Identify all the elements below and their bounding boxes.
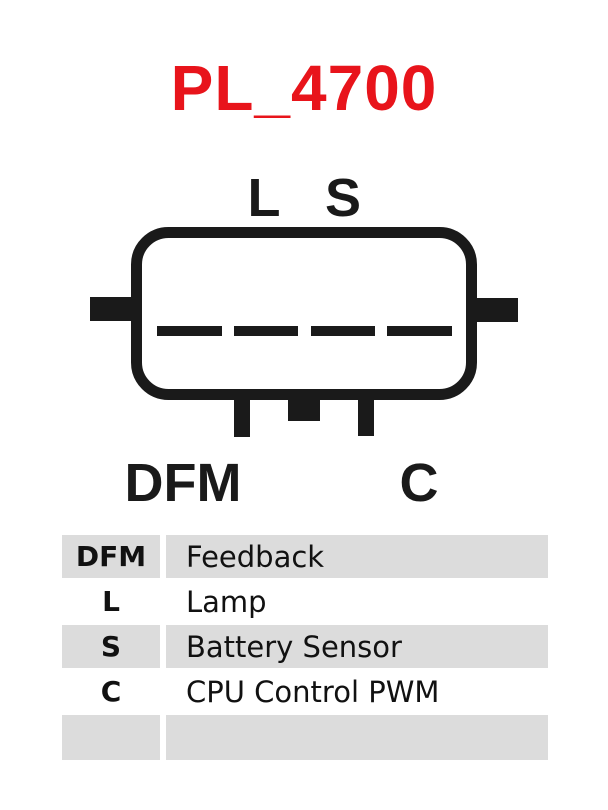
legend-code (62, 715, 160, 760)
pin-label-c: C (400, 453, 439, 513)
pin-dfm (234, 392, 250, 437)
terminal-dash-3 (311, 326, 375, 336)
legend-description (166, 715, 548, 760)
pin-label-s: S (325, 168, 361, 228)
terminal-dash-2 (234, 326, 298, 336)
right-tab (472, 298, 518, 322)
legend-description: Feedback (166, 535, 548, 578)
legend-row: S Battery Sensor (62, 625, 548, 668)
left-tab (90, 297, 135, 321)
legend-description: Lamp (186, 584, 267, 619)
connector-diagram: L S DFM C (90, 168, 518, 513)
legend-row: DFM Feedback (62, 535, 548, 578)
legend-code: S (62, 625, 160, 668)
pin-c (358, 392, 374, 436)
connector-body (131, 227, 477, 400)
pin-label-dfm: DFM (125, 453, 242, 513)
connector-plug-icon (90, 297, 518, 437)
part-number-title: PL_4700 (170, 52, 438, 124)
legend-code: L (102, 585, 120, 618)
legend-row: C CPU Control PWM (62, 670, 548, 713)
legend-description: CPU Control PWM (186, 674, 440, 709)
terminal-dash-4 (387, 326, 452, 336)
legend-code: C (100, 675, 122, 708)
terminal-dash-1 (157, 326, 222, 336)
legend-code: DFM (62, 535, 160, 578)
legend-row: L Lamp (62, 580, 548, 623)
legend-row-empty (62, 715, 548, 760)
legend-description: Battery Sensor (166, 625, 548, 668)
pin-label-l: L (248, 168, 281, 228)
